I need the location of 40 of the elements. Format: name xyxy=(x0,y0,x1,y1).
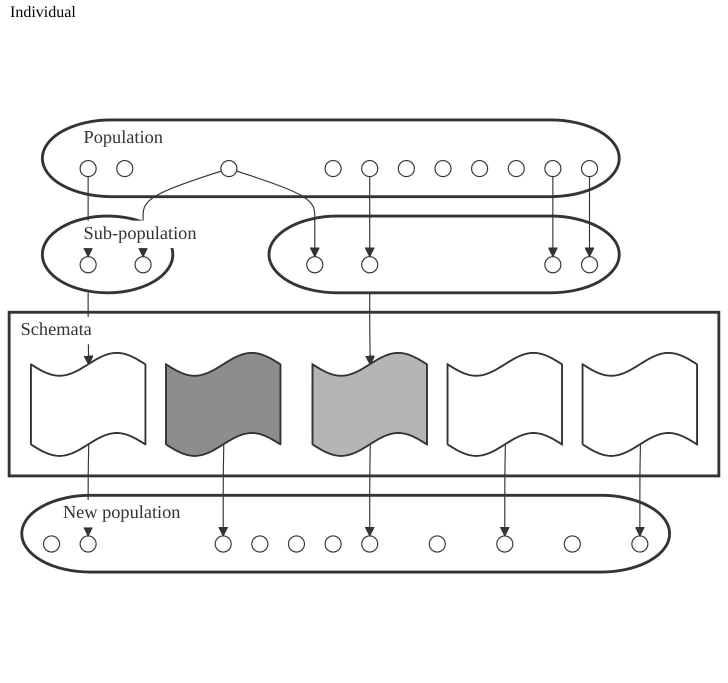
node-circle xyxy=(324,160,342,178)
arrow xyxy=(365,292,376,366)
node-circle xyxy=(80,160,97,178)
arrow xyxy=(236,170,320,258)
arrow xyxy=(634,445,645,536)
node-circle xyxy=(251,535,268,553)
node-circle xyxy=(134,256,152,274)
arrow xyxy=(218,445,228,536)
node-circle xyxy=(361,535,378,553)
cluster: Schemata xyxy=(8,310,720,478)
node-circle xyxy=(361,256,378,274)
arrow xyxy=(500,445,510,536)
node-circle xyxy=(631,535,648,553)
node-circle xyxy=(361,160,378,178)
node-circle xyxy=(398,160,415,178)
node-circle xyxy=(580,256,598,274)
arrow xyxy=(364,445,375,536)
arrow xyxy=(548,176,558,258)
node-circle xyxy=(580,160,598,178)
arrow xyxy=(364,176,375,258)
node-circle xyxy=(496,535,514,553)
node-circle xyxy=(428,535,446,553)
node-circle xyxy=(220,160,238,178)
node-circle xyxy=(324,535,342,553)
node-circle xyxy=(544,160,562,178)
node-circle xyxy=(544,256,562,274)
node-circle xyxy=(80,535,97,553)
arrow xyxy=(584,176,595,258)
node-circle xyxy=(214,535,232,553)
node-circle xyxy=(80,256,97,274)
node-circle xyxy=(564,535,581,553)
node-label: Sub-population xyxy=(84,224,197,244)
node-circle xyxy=(434,160,452,178)
node-circle xyxy=(288,535,306,553)
node-circle xyxy=(42,535,60,553)
callout-text: Individual xyxy=(10,4,76,21)
node-circle xyxy=(116,160,134,178)
node-circle xyxy=(471,160,488,178)
node-circle xyxy=(306,256,324,274)
node-circle xyxy=(508,160,525,178)
